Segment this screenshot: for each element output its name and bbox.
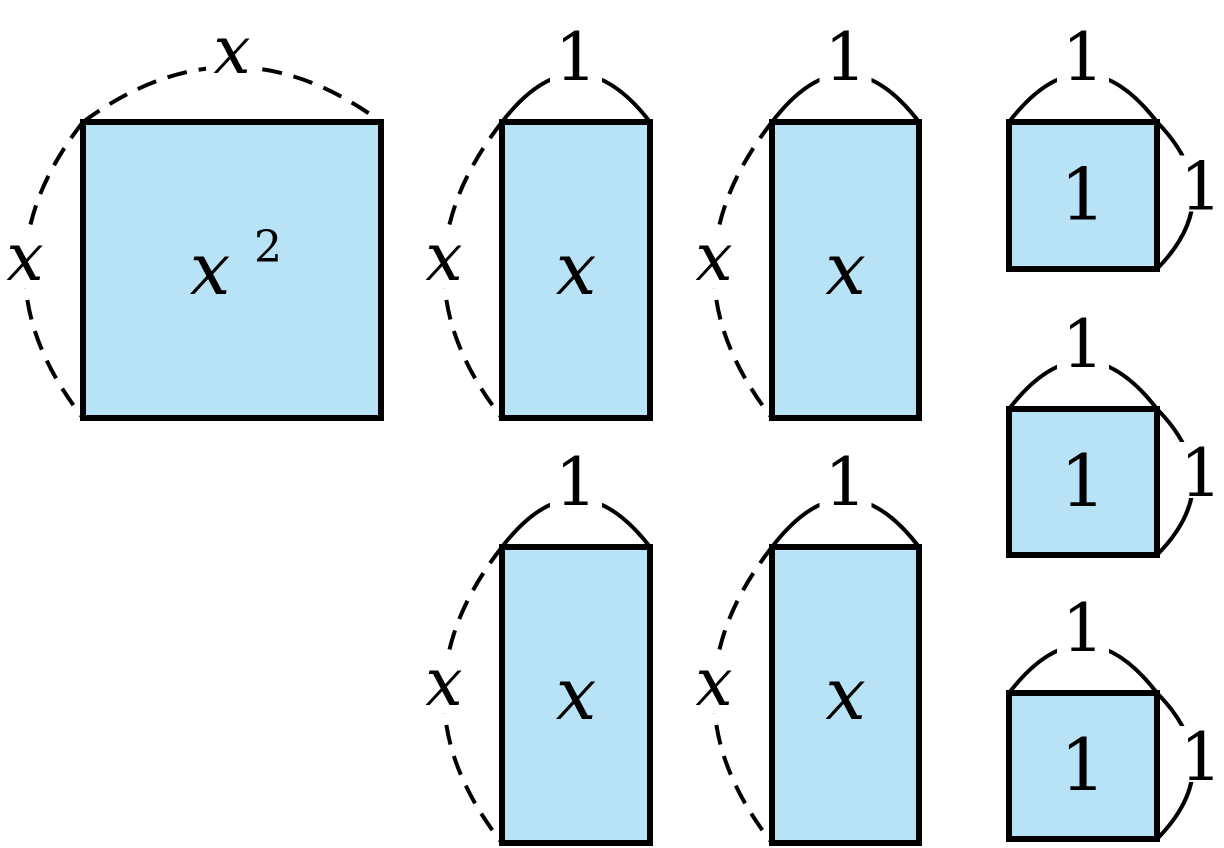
tile-inner-label: 1 <box>1060 153 1106 237</box>
tile-rect <box>769 119 922 421</box>
label-background <box>1179 726 1219 782</box>
top-dimension-label: 1 <box>555 19 597 96</box>
tile-rect <box>499 119 653 421</box>
label-background <box>550 453 602 509</box>
tile-u3: 111 <box>1006 590 1222 842</box>
label-background <box>819 28 872 84</box>
label-background <box>819 453 872 509</box>
label-background <box>412 228 472 288</box>
tile-inner-label: 1 <box>1060 439 1106 523</box>
tile-inner-label: 1 <box>1060 723 1106 807</box>
tile-x3: x 1 x <box>412 444 653 846</box>
left-dimension-label: x <box>695 219 732 296</box>
label-background <box>682 228 742 288</box>
top-dimension-label: 1 <box>1062 19 1104 96</box>
left-dimension-label: x <box>425 219 462 296</box>
tile-rect <box>769 544 922 846</box>
label-background <box>206 21 258 77</box>
top-dimension-label: 1 <box>1062 590 1104 667</box>
tile-rect <box>1006 690 1160 842</box>
tile-rect <box>1006 119 1160 272</box>
top-dimension-label: 1 <box>825 444 867 521</box>
left-dimension-label: x <box>6 219 43 296</box>
left-dimension-label: x <box>425 644 462 721</box>
tile-rect <box>80 119 384 421</box>
right-dimension-label: 1 <box>1180 435 1222 512</box>
tile-rect <box>1006 406 1160 558</box>
left-dimension-label: x <box>695 644 732 721</box>
label-background <box>1179 155 1219 212</box>
tile-inner-label: x <box>190 227 231 311</box>
top-dimension-label: 1 <box>825 19 867 96</box>
tile-x4: x 1 x <box>682 444 922 846</box>
label-background <box>412 653 472 713</box>
label-background <box>1179 442 1219 498</box>
top-dimension-label: x <box>213 12 250 89</box>
tile-inner-label: x <box>825 652 866 736</box>
label-background <box>1057 28 1109 84</box>
top-dimension-label: 1 <box>555 444 597 521</box>
tile-x1: x 1 x <box>412 19 653 421</box>
tile-inner-label: x <box>825 227 866 311</box>
right-dimension-label: 1 <box>1180 719 1222 796</box>
tile-u2: 111 <box>1006 306 1222 558</box>
label-background <box>682 653 742 713</box>
tile-x2b: x 1 x <box>682 19 922 421</box>
label-background <box>0 228 53 288</box>
tile-u1: 111 <box>1006 19 1222 272</box>
label-background <box>1057 599 1109 655</box>
tile-inner-label: x <box>556 227 597 311</box>
label-background <box>1057 315 1109 371</box>
tile-exponent: 2 <box>254 222 282 273</box>
top-dimension-label: 1 <box>1062 306 1104 383</box>
right-dimension-label: 1 <box>1180 149 1222 226</box>
tile-rect <box>499 544 653 846</box>
label-background <box>550 28 602 84</box>
tile-inner-label: x <box>556 652 597 736</box>
